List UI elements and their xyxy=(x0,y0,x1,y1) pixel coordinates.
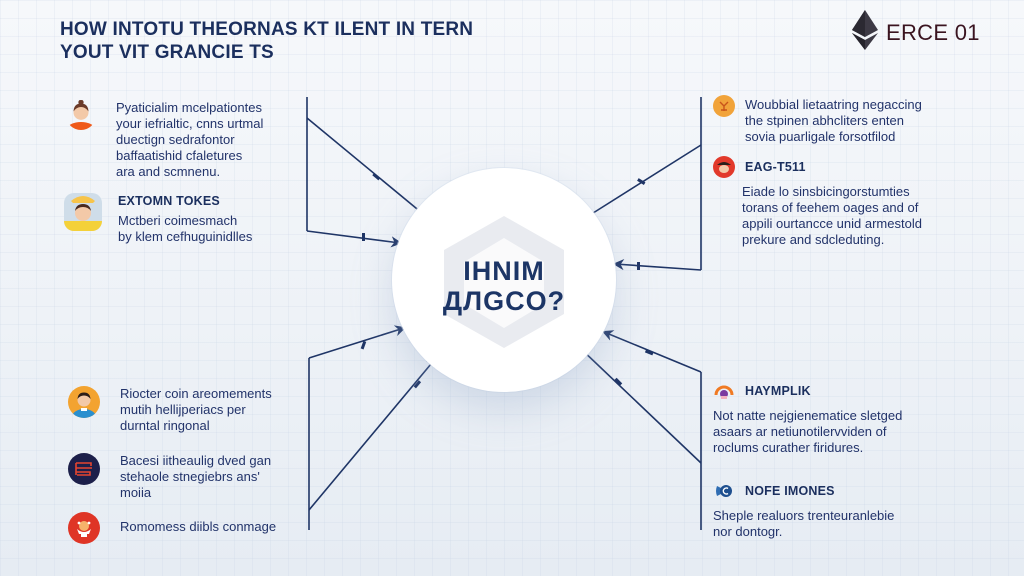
right-item-4-heading: NOFE IMONES xyxy=(745,484,835,498)
left-item-1: Pyaticialim mcelpationtes your iefrialti… xyxy=(66,100,263,180)
center-node: IHNIM ДЛGCO? xyxy=(392,168,616,392)
left-item-5-text: Romomess diibls conmage xyxy=(120,519,277,534)
brand-logo: ERCE 01 xyxy=(852,10,980,55)
center-label-line-1: IHNIM xyxy=(463,256,545,286)
left-item-1-text: Pyaticialim mcelpationtes your iefrialti… xyxy=(116,100,264,179)
blue-coin-icon xyxy=(713,480,735,502)
brand-label: ERCE 01 xyxy=(886,19,980,45)
badge-emblem-icon xyxy=(68,512,100,544)
right-item-2-heading: EAG-T511 xyxy=(745,160,806,174)
left-item-3-text: Riocter coin areomements mutih hellijper… xyxy=(120,386,272,433)
title-line-2: YOUT VIT GRANCIE TS xyxy=(60,42,274,63)
right-item-1: Woubbial lietaatring negaccing the stpin… xyxy=(713,95,922,145)
right-item-2: EAG-T511 Eiade lo sinsbicingorstumties t… xyxy=(713,156,922,248)
left-item-2: EXTOMN TOKES Mctberi coimesmach by klem … xyxy=(64,193,252,245)
left-item-5: Romomess diibls conmage xyxy=(68,512,276,544)
left-item-2-heading: EXTOMN TOKES xyxy=(118,194,220,208)
user-avatar-male-icon xyxy=(68,386,100,418)
title-line-1: HOW INTOTU THEORNAS KT ILENT IN TERN xyxy=(60,19,474,40)
center-label: IHNIM ДЛGCO? xyxy=(392,256,616,316)
right-item-3-heading: HAYMPLIK xyxy=(745,384,811,398)
right-item-1-text: Woubbial lietaatring negaccing the stpin… xyxy=(745,97,922,144)
red-hat-avatar-icon xyxy=(713,156,735,178)
right-item-3-text: Not natte nejgienematice sletged asaars … xyxy=(713,408,903,455)
hexagon-icon xyxy=(444,216,564,348)
orange-token-icon xyxy=(713,95,735,117)
page-title: HOW INTOTU THEORNAS KT ILENT IN TERN YOU… xyxy=(60,18,520,64)
rainbow-arc-icon xyxy=(713,380,735,402)
center-label-line-2: ДЛGCO? xyxy=(442,286,566,316)
user-avatar-hardhat-icon xyxy=(64,193,102,231)
user-avatar-female-icon xyxy=(66,100,96,130)
left-item-2-text: Mctberi coimesmach by klem cefhuguinidll… xyxy=(118,213,253,244)
right-item-4: NOFE IMONES Sheple realuors trenteuranle… xyxy=(713,480,894,540)
left-item-3: Riocter coin areomements mutih hellijper… xyxy=(68,386,272,434)
left-item-4: Bacesi iitheaulig dved gan stehaole stne… xyxy=(68,453,271,501)
left-item-4-text: Bacesi iitheaulig dved gan stehaole stne… xyxy=(120,453,272,500)
right-item-2-text: Eiade lo sinsbicingorstumties torans of … xyxy=(742,184,922,247)
right-item-3: HAYMPLIK Not natte nejgienematice sletge… xyxy=(713,380,902,456)
document-stack-icon xyxy=(68,453,100,485)
right-item-4-text: Sheple realuors trenteuranlebie nor dont… xyxy=(713,508,895,539)
ethereum-diamond-icon xyxy=(852,10,878,55)
